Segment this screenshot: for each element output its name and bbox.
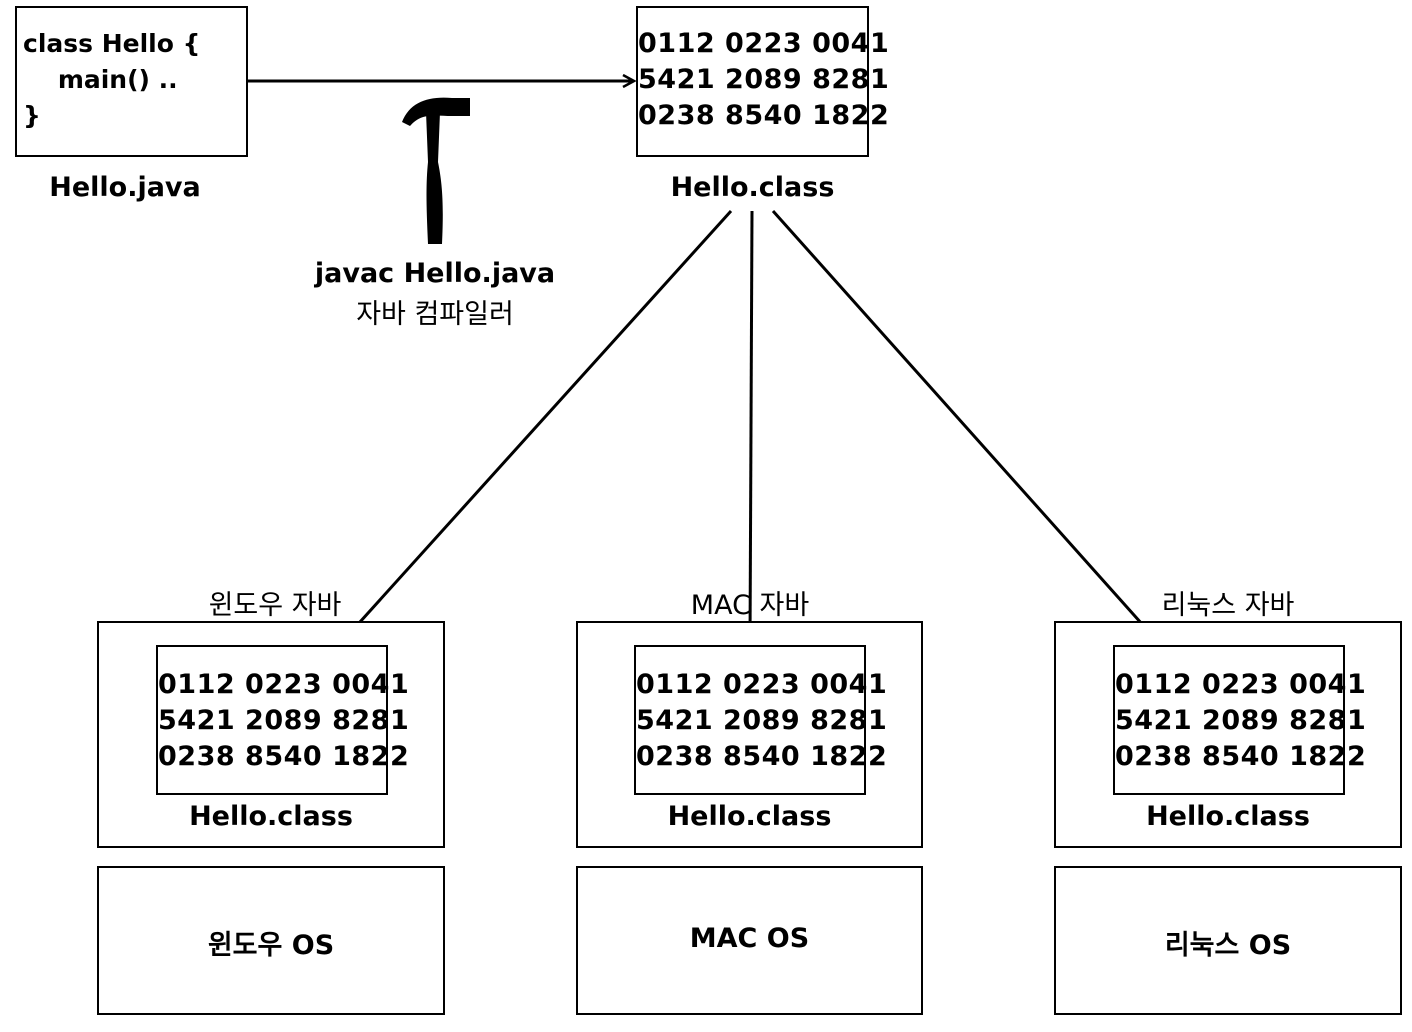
- source-code-box: class Hello { main() .. }: [15, 6, 248, 157]
- bytecode-line: 5421 2089 8281: [638, 64, 890, 95]
- bytecode-box: 0112 0223 0041 5421 2089 8281 0238 8540 …: [636, 6, 890, 157]
- code-line: }: [23, 101, 41, 130]
- bytecode-line: 0238 8540 1822: [638, 100, 890, 131]
- class-filename-mac: Hello.class: [667, 801, 832, 832]
- bytecode-box-linux: 0112 0223 0041 5421 2089 8281 0238 8540 …: [1113, 645, 1367, 795]
- source-filename: Hello.java: [49, 172, 201, 203]
- bytecode: 0112 0223 0041 5421 2089 8281 0238 8540 …: [158, 647, 410, 775]
- os-box-mac: MAC OS: [576, 866, 923, 1015]
- jvm-label-linux: 리눅스 자바: [1161, 590, 1295, 621]
- bytecode: 0112 0223 0041 5421 2089 8281 0238 8540 …: [1115, 647, 1367, 775]
- hammer-icon: [402, 97, 470, 244]
- os-box-windows: 윈도우 OS: [97, 866, 445, 1015]
- bytecode-line: 0112 0223 0041: [158, 669, 410, 700]
- bytecode-line: 0238 8540 1822: [636, 741, 888, 772]
- os-box-linux: 리눅스 OS: [1054, 866, 1402, 1015]
- bytecode: 0112 0223 0041 5421 2089 8281 0238 8540 …: [636, 647, 888, 775]
- class-filename-linux: Hello.class: [1146, 801, 1310, 832]
- bytecode-box-mac: 0112 0223 0041 5421 2089 8281 0238 8540 …: [634, 645, 888, 795]
- bytecode-line: 5421 2089 8281: [158, 705, 410, 736]
- os-label-linux: 리눅스 OS: [1164, 930, 1292, 961]
- jvm-box-linux: 0112 0223 0041 5421 2089 8281 0238 8540 …: [1054, 621, 1402, 848]
- bytecode-box-windows: 0112 0223 0041 5421 2089 8281 0238 8540 …: [156, 645, 410, 795]
- arrow-to-linux: [771, 210, 1159, 643]
- bytecode-line: 5421 2089 8281: [636, 705, 888, 736]
- bytecode-line: 0112 0223 0041: [638, 28, 890, 59]
- class-filename-windows: Hello.class: [189, 801, 353, 832]
- code-line: main() ..: [23, 65, 178, 94]
- arrow-to-mac: [750, 210, 752, 643]
- jvm-label-windows: 윈도우 자바: [208, 590, 342, 621]
- compiler-command: javac Hello.java: [314, 258, 556, 289]
- arrow-to-windows: [341, 209, 733, 643]
- jvm-label-mac: MAC 자바: [690, 590, 810, 621]
- bytecode: 0112 0223 0041 5421 2089 8281 0238 8540 …: [638, 8, 890, 134]
- bytecode-filename: Hello.class: [670, 172, 835, 203]
- source-code: class Hello { main() .. }: [17, 8, 246, 134]
- os-label-windows: 윈도우 OS: [207, 930, 335, 961]
- os-label-mac: MAC OS: [689, 923, 810, 954]
- bytecode-line: 0112 0223 0041: [1115, 669, 1367, 700]
- bytecode-line: 0112 0223 0041: [636, 669, 888, 700]
- jvm-box-windows: 0112 0223 0041 5421 2089 8281 0238 8540 …: [97, 621, 445, 848]
- bytecode-line: 0238 8540 1822: [158, 741, 410, 772]
- compiler-name: 자바 컴파일러: [356, 299, 514, 330]
- bytecode-line: 0238 8540 1822: [1115, 741, 1367, 772]
- bytecode-line: 5421 2089 8281: [1115, 705, 1367, 736]
- code-line: class Hello {: [23, 29, 201, 58]
- jvm-box-mac: 0112 0223 0041 5421 2089 8281 0238 8540 …: [576, 621, 923, 848]
